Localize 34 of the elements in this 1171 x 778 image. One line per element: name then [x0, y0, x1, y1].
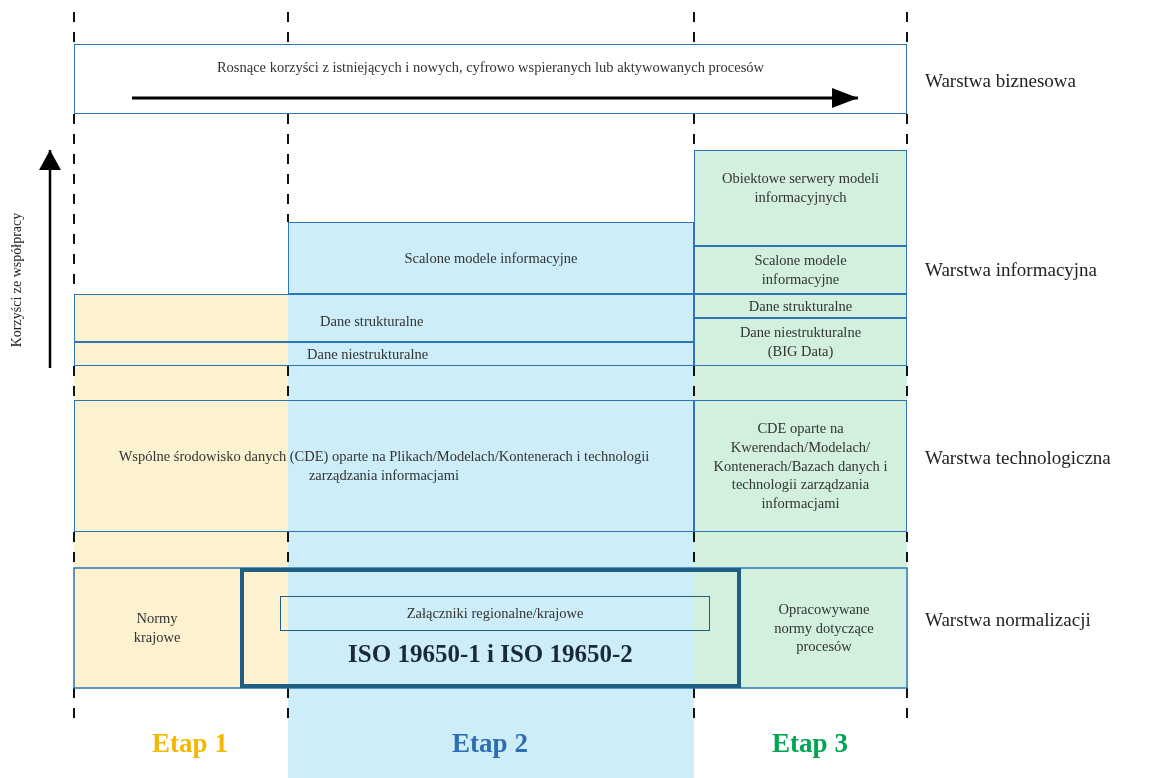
- layer-label: Warstwa technologiczna: [925, 447, 1111, 469]
- block-text: Wspólne środowisko danych (CDE) oparte na Plikach/Modelach/Kontenerach i technologii zarządzania informacjami: [117, 447, 651, 485]
- standard-frame: [240, 568, 741, 688]
- block-text: ISO 19650-1 i ISO 19650-2: [348, 638, 633, 669]
- block-text: Dane strukturalne: [748, 296, 853, 316]
- layer-block: [694, 400, 907, 532]
- layer-label: Warstwa informacyjna: [925, 259, 1098, 281]
- layer-label: Warstwa biznesowa: [925, 70, 1076, 92]
- layer-block: [74, 44, 907, 114]
- block-text: Normy krajowe: [132, 609, 182, 647]
- block-text: Dane niestrukturalne: [307, 344, 429, 364]
- layer-block: [288, 222, 694, 294]
- block-text: CDE oparte na Kwerendach/Modelach/ Kontenerach/Bazach danych i technologii zarządzania informacjami: [712, 418, 889, 514]
- stage-label: Etap 1: [152, 728, 228, 759]
- block-text: Załączniki regionalne/krajowe: [406, 604, 584, 623]
- block-text: Dane niestrukturalne (BIG Data): [738, 323, 863, 361]
- block-text: Scalone modele informacyjne: [753, 251, 848, 289]
- layer-block: [694, 150, 907, 246]
- layer-block: [74, 400, 694, 532]
- layer-block: [694, 246, 907, 294]
- layer-block: [280, 596, 710, 631]
- block-text: Rosnące korzyści z istniejących i nowych, cyfrowo wspieranych lub aktywowanych procesów: [216, 57, 765, 77]
- block-text: Obiektowe serwery modeli informacyjnych: [720, 169, 880, 207]
- layer-block: [74, 342, 694, 366]
- stage-label: Etap 2: [452, 728, 528, 759]
- layer-label: Warstwa normalizacji: [925, 609, 1091, 631]
- layer-block: [694, 318, 907, 366]
- axis-label: Korzyści ze współpracy: [9, 212, 25, 348]
- block-text: Scalone modele informacyjne: [404, 248, 578, 268]
- stage-label: Etap 3: [772, 728, 848, 759]
- layer-block: [74, 294, 694, 342]
- block-text: Opracowywane normy dotyczące procesów: [773, 599, 875, 657]
- block-text: Dane strukturalne: [320, 311, 424, 331]
- layer-block: [694, 294, 907, 318]
